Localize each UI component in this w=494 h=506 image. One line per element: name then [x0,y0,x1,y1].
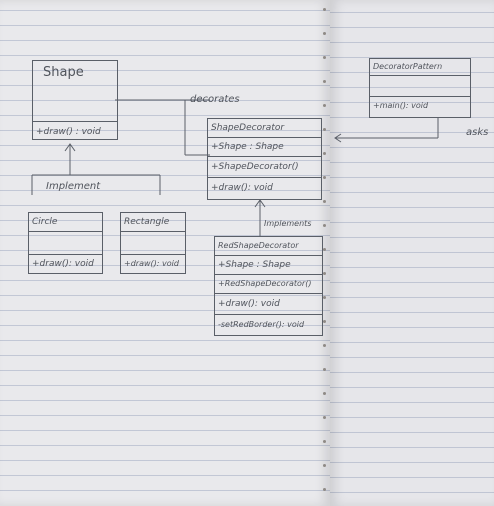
binding-hole [323,176,326,179]
implement-label: Implement [46,181,101,192]
class-shape-decorator: ShapeDecorator +Shape : Shape +ShapeDeco… [207,118,322,200]
shape-decorator-member-2: +ShapeDecorator() [208,157,321,178]
class-shape-name: Shape [33,61,117,122]
binding-hole [323,368,326,371]
class-red-shape-decorator-name: RedShapeDecorator [215,237,322,256]
binding-hole [323,272,326,275]
implements-label: Implements [264,219,312,228]
class-rectangle: Rectangle +draw(): void [120,212,186,274]
class-decorator-pattern: DecoratorPattern +main(): void [369,58,471,118]
binding-hole [323,224,326,227]
binding-hole [323,464,326,467]
class-circle-attributes [29,232,102,255]
class-rectangle-method: +draw(): void [124,259,179,268]
binding-hole [323,32,326,35]
class-circle-name: Circle [29,213,102,232]
class-circle: Circle +draw(): void [28,212,103,274]
notebook-left-page [0,0,330,506]
shape-decorator-member-3: +draw(): void [211,183,273,193]
shape-decorator-member-1: +Shape : Shape [208,138,321,157]
red-shape-decorator-attribute-1: +Shape : Shape [215,256,322,275]
red-shape-decorator-method-3: -setRedBorder(): void [218,320,305,329]
class-circle-method: +draw(): void [32,259,94,269]
red-shape-decorator-method-1: +RedShapeDecorator() [215,275,322,294]
right-note: asks [466,127,489,138]
binding-hole [323,248,326,251]
class-shape: Shape +draw() : void [32,60,118,140]
binding-hole [323,296,326,299]
class-shape-method: +draw() : void [36,127,101,137]
binding-hole [323,152,326,155]
binding-hole [323,392,326,395]
binding-hole [323,104,326,107]
red-shape-decorator-method-2: +draw(): void [215,294,322,315]
notebook-right-page [330,0,494,506]
binding-hole [323,488,326,491]
class-decorator-pattern-name: DecoratorPattern [370,59,470,76]
class-rectangle-name: Rectangle [121,213,185,232]
binding-hole [323,344,326,347]
class-decorator-pattern-method: +main(): void [373,101,429,110]
class-red-shape-decorator: RedShapeDecorator +Shape : Shape +RedSha… [214,236,323,336]
binding-hole [323,440,326,443]
binding-hole [323,320,326,323]
class-decorator-pattern-attributes [370,76,470,97]
binding-hole [323,128,326,131]
binding-hole [323,200,326,203]
notebook-binding [321,0,329,506]
binding-hole [323,56,326,59]
binding-hole [323,416,326,419]
binding-hole [323,80,326,83]
decorates-label: decorates [190,94,240,105]
class-rectangle-attributes [121,232,185,255]
binding-hole [323,8,326,11]
class-shape-decorator-name: ShapeDecorator [208,119,321,138]
